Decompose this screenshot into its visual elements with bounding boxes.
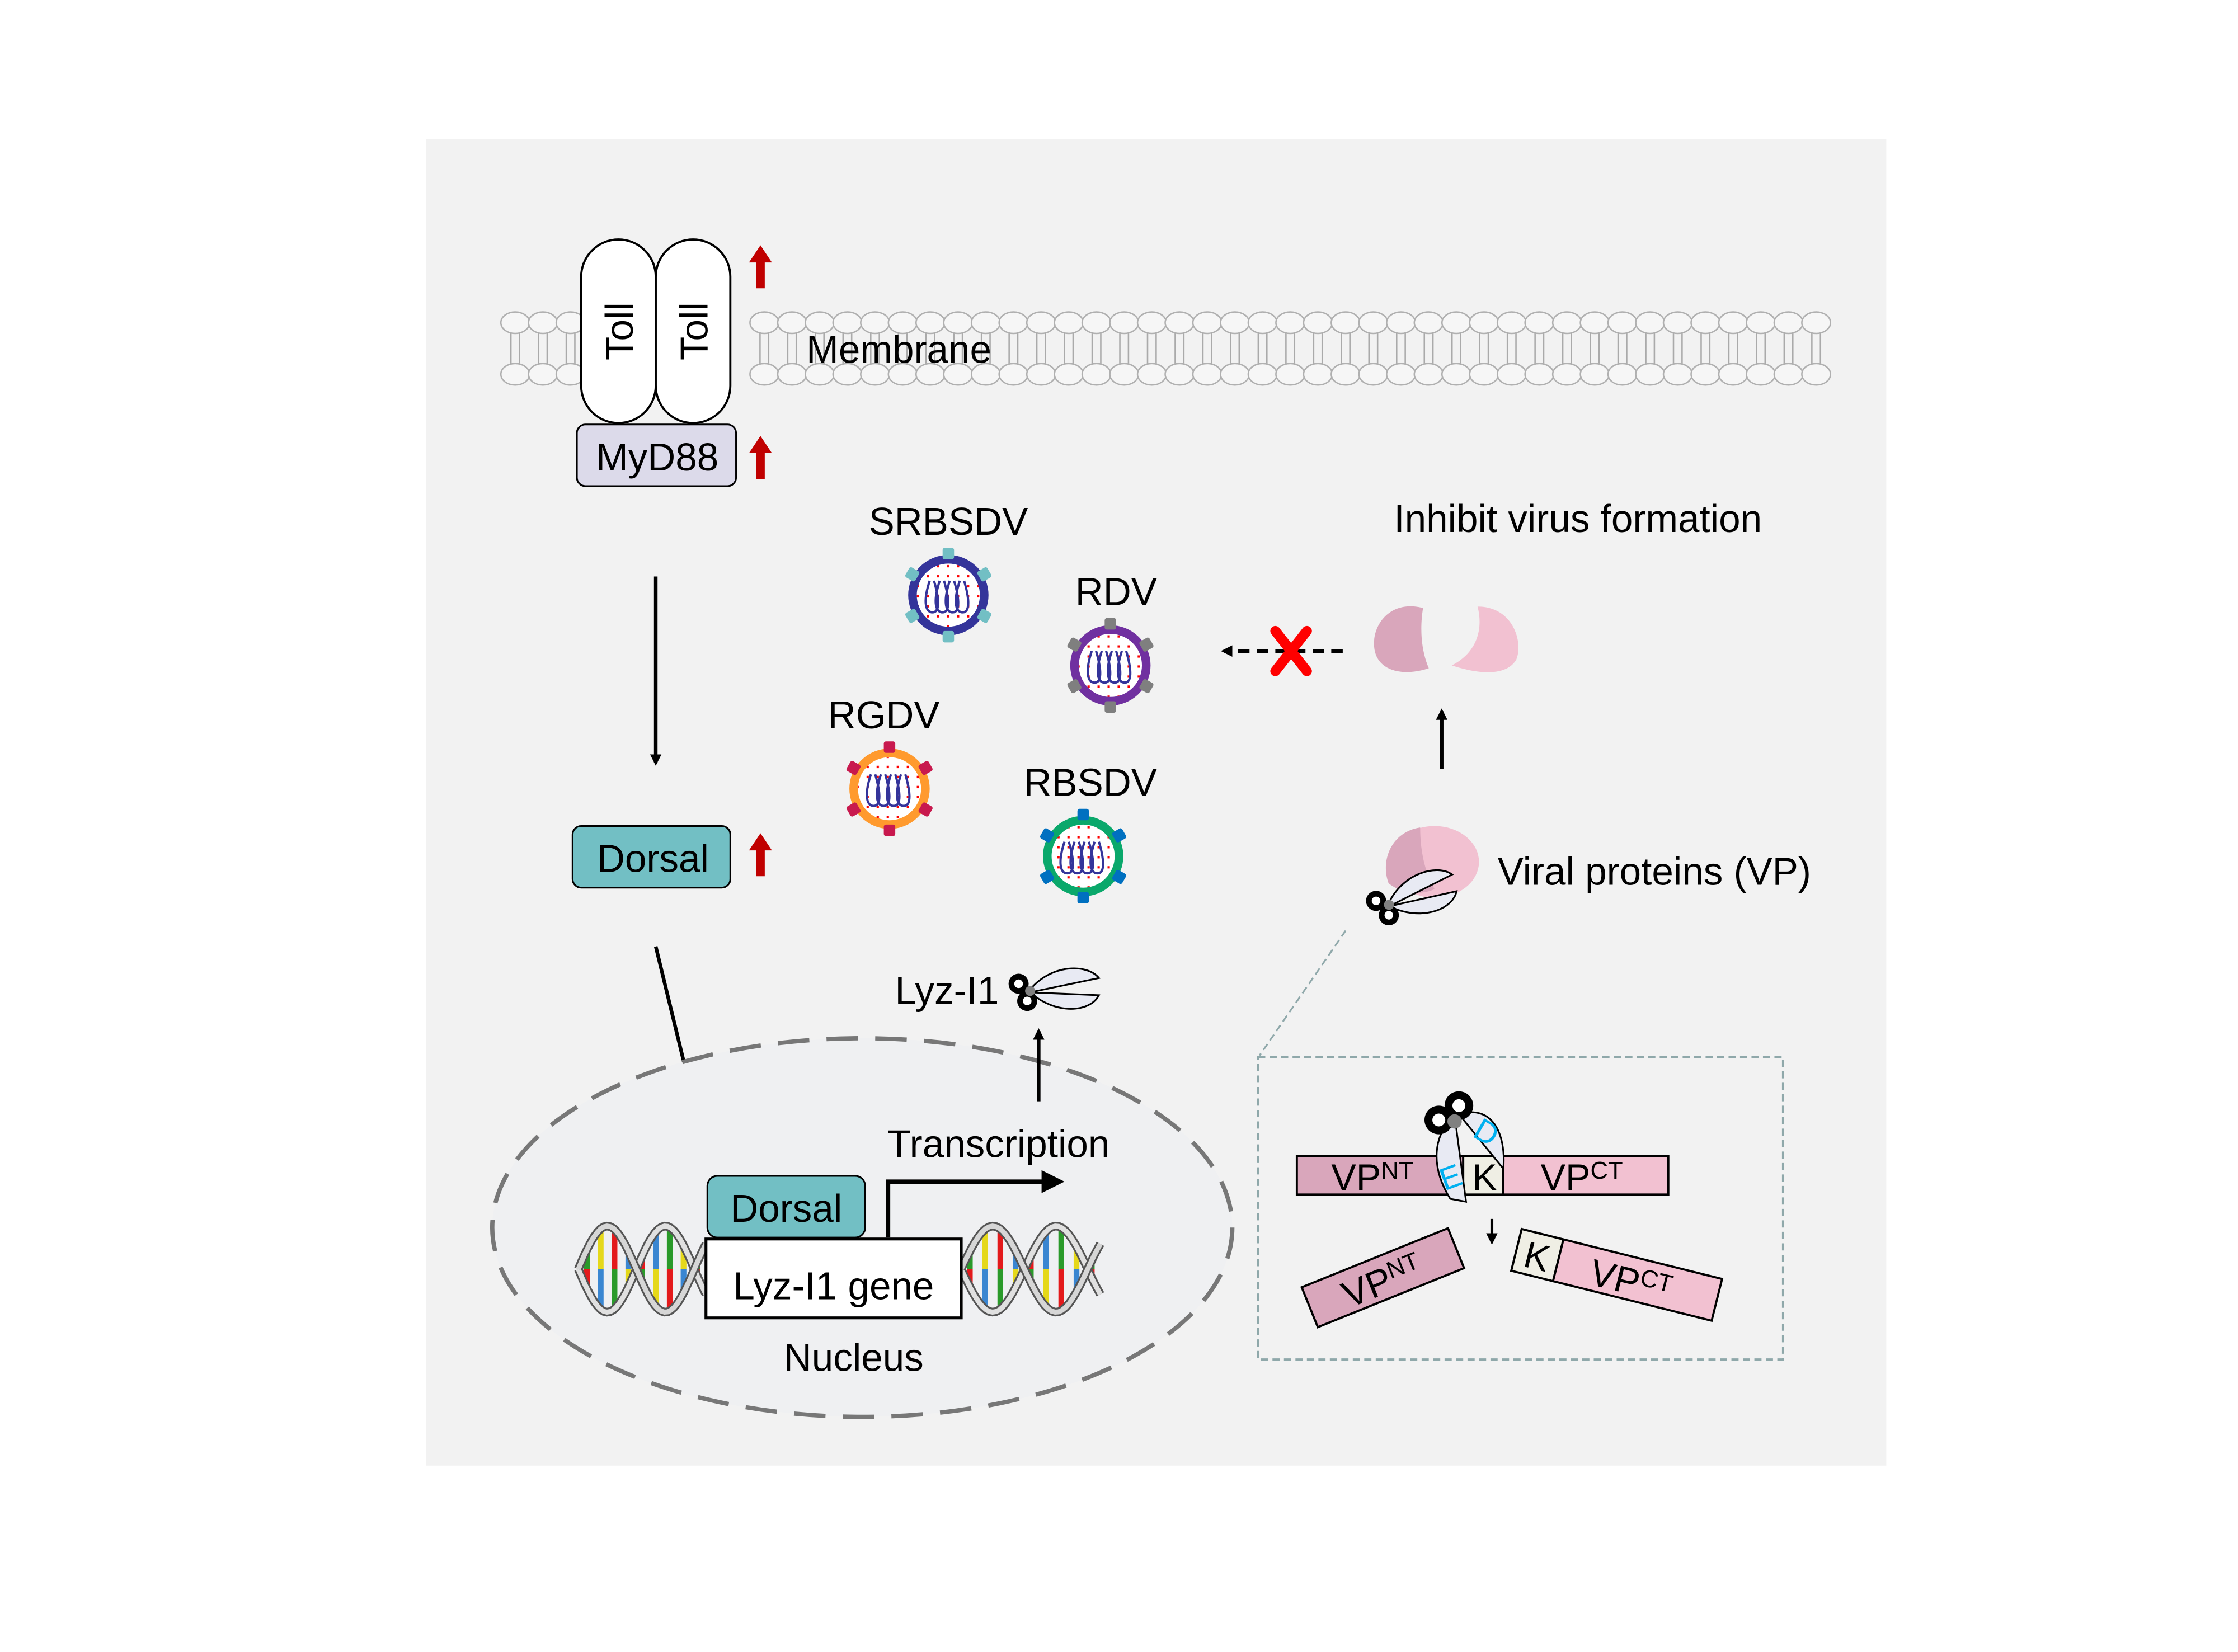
myd88-label: MyD88 (596, 435, 718, 479)
vp-nt-label: VPNT (1331, 1157, 1413, 1199)
scissors-protease-icon (1008, 967, 1101, 1011)
viral-proteins-label: Viral proteins (VP) (1498, 850, 1811, 893)
dorsal-box (571, 825, 731, 889)
lipid-bilayer-membrane (500, 311, 1831, 386)
transcription-start-arrow (886, 1170, 1065, 1238)
virus-particle-rbsdv: RBSDV (1024, 761, 1157, 903)
dorsal-nucleus-box (706, 1175, 866, 1239)
upregulation-arrow-icon (749, 245, 772, 289)
myd88-box (576, 423, 737, 487)
intact-viral-protein: VPNT K VPCT (1295, 1155, 1670, 1199)
inhibit-label: Inhibit virus formation (1394, 497, 1762, 540)
virus-group: SRBSDV RDV RGDV RBSDV (828, 500, 1157, 903)
toll-label: Toll (672, 302, 716, 360)
virus-particle-srbsdv: SRBSDV (869, 500, 1028, 643)
virus-label: RGDV (828, 693, 940, 737)
virus-particle-rgdv: RGDV (828, 693, 940, 836)
vp-ct-label: VPCT (1541, 1157, 1623, 1199)
upregulation-arrow-icon (749, 833, 772, 877)
zoom-callout-line (1258, 930, 1347, 1056)
toll-label: Toll (598, 302, 641, 360)
membrane-label: Membrane (806, 328, 991, 371)
dorsal-nucleus-label: Dorsal (730, 1187, 842, 1230)
lyz-gene-box (704, 1237, 963, 1320)
virus-particle-rdv: RDV (1067, 570, 1157, 713)
cleavage-detail-box (1257, 1056, 1784, 1361)
nucleus-label: Nucleus (784, 1336, 924, 1380)
transcription-label: Transcription (887, 1122, 1109, 1166)
lyz-gene-label: Lyz-I1 gene (733, 1264, 934, 1307)
inhibition-cross-icon (1270, 625, 1312, 676)
virus-label: SRBSDV (869, 500, 1028, 543)
dorsal-label: Dorsal (597, 837, 709, 881)
toll-receptor-dimer: Toll Toll (580, 238, 732, 425)
dna-helix-icon (574, 1221, 710, 1317)
protease-scissors-at-site: E D (1424, 1091, 1505, 1203)
virus-label: RBSDV (1024, 761, 1157, 804)
vp-nt-segment (1295, 1155, 1465, 1196)
virus-label: RDV (1075, 570, 1157, 614)
lyz-protein-label: Lyz-I1 (895, 968, 999, 1012)
dna-helix-icon (957, 1221, 1104, 1317)
toll-receptor (655, 238, 732, 425)
vp-ct-segment (1502, 1155, 1670, 1196)
upregulation-arrow-icon (749, 436, 772, 479)
k-label: K (1472, 1157, 1497, 1199)
scissors-protease-icon (1366, 869, 1458, 926)
cleaved-protein-fragments-icon (1374, 606, 1518, 672)
